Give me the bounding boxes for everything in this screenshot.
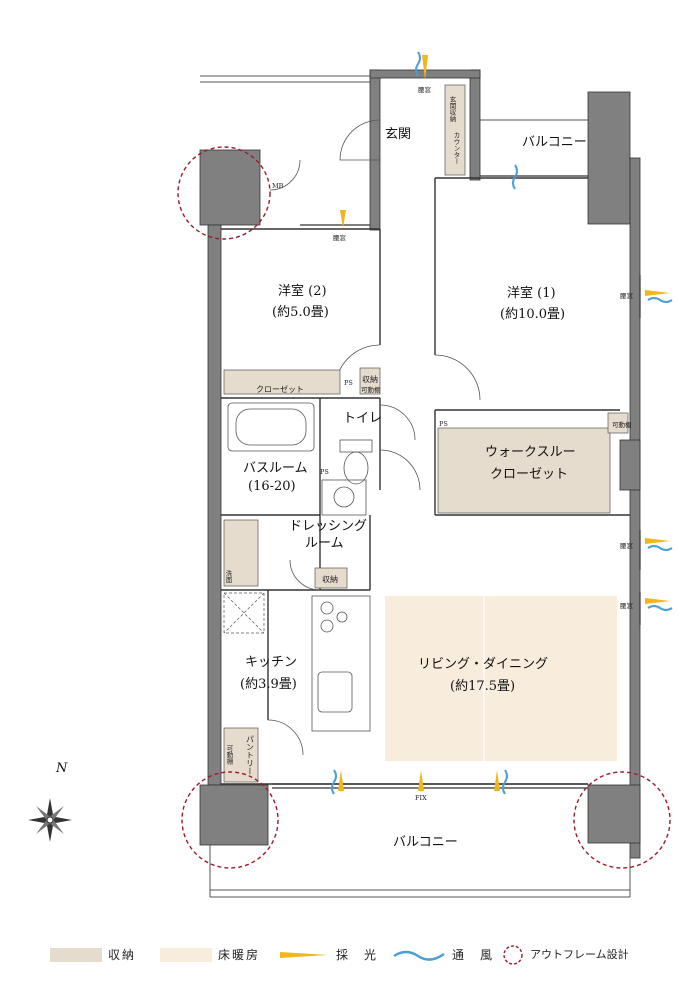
legend-outframe-label: アウトフレーム設計 — [530, 948, 629, 961]
living-size: (約17.5畳) — [450, 679, 515, 694]
window-label-1: 腰窓 — [333, 233, 347, 242]
balcony-top-label: バルコニー — [522, 135, 587, 150]
windows — [272, 175, 641, 789]
storage-label: 収納 — [362, 374, 378, 384]
western2-name: 洋室 (2) — [278, 283, 327, 299]
legend-storage-swatch — [50, 948, 102, 962]
floor-heating-area — [385, 596, 617, 761]
bathtub — [227, 402, 315, 452]
laundry-label: 洗面 — [224, 569, 232, 585]
fix-label: FIX — [415, 794, 427, 802]
counter-label: カウンター — [452, 132, 460, 165]
window-label-4: 腰窓 — [620, 601, 634, 610]
walkin-closet-line1: ウォークスルー — [485, 445, 576, 460]
movable-shelf-label: 可動棚 — [361, 385, 381, 394]
living-name: リビング・ダイニング — [418, 657, 548, 672]
legend: 収納 床暖房 採 光 通 風 アウトフレーム設計 — [0, 940, 700, 970]
bottom-balcony — [209, 845, 631, 898]
ps-label-2: PS — [320, 468, 329, 476]
ventilation-markers — [331, 51, 673, 795]
legend-daylight-icon — [280, 952, 328, 958]
bathroom-size: (16-20) — [248, 479, 296, 494]
storage-areas — [223, 84, 629, 783]
closet-label: クローゼット — [256, 384, 304, 394]
entrance-storage-label: 玄関収納 — [448, 95, 456, 124]
toilet-fixture — [339, 439, 373, 485]
window-top-label: 腰窓 — [418, 85, 432, 94]
balcony-bottom-label: バルコニー — [393, 835, 458, 850]
legend-ventilation-label: 通 風 — [452, 948, 495, 962]
door-swings — [267, 119, 481, 756]
ps-label-1: PS — [344, 379, 353, 387]
kitchen-name: キッチン — [245, 655, 297, 670]
window-label-3: 腰窓 — [620, 541, 634, 550]
kitchen-size: (約3.9畳) — [240, 677, 297, 692]
legend-floor-heating-swatch — [160, 948, 212, 962]
kitchen-counter — [311, 595, 371, 732]
dressing-storage-label: 収納 — [322, 574, 338, 584]
outframe-circles — [177, 146, 671, 869]
ps-label-3: PS — [439, 420, 448, 428]
pantry-shelf-label: 可動棚 — [225, 745, 233, 766]
dressing-line2: ルーム — [305, 536, 344, 551]
top-left-railing — [200, 75, 370, 83]
structural-walls — [199, 69, 641, 859]
window-label-2: 腰窓 — [620, 291, 634, 300]
bathroom-name: バスルーム — [243, 461, 308, 476]
pantry-label: パントリー — [246, 735, 255, 775]
walkin-closet-line2: クローゼット — [490, 467, 568, 482]
toilet-label: トイレ — [343, 411, 382, 426]
compass — [28, 798, 72, 842]
legend-outframe-icon — [503, 945, 523, 965]
dressing-line1: ドレッシング — [289, 519, 367, 534]
western2-size: (約5.0畳) — [272, 305, 329, 320]
legend-ventilation-icon — [393, 950, 445, 961]
western1-size: (約10.0畳) — [500, 307, 565, 322]
legend-floor-heating-label: 床暖房 — [218, 948, 261, 962]
mb-label: MB — [272, 182, 284, 190]
wash-basin — [321, 479, 367, 516]
refrigerator-space — [223, 592, 265, 634]
legend-daylight-label: 採 光 — [336, 948, 379, 962]
compass-north-label: N — [55, 761, 68, 776]
daylight-markers — [338, 55, 670, 791]
legend-storage-label: 収納 — [108, 948, 137, 962]
shelf-wic-label: 可動棚 — [612, 420, 632, 429]
entrance-label: 玄関 — [385, 127, 411, 142]
western1-name: 洋室 (1) — [507, 285, 556, 301]
